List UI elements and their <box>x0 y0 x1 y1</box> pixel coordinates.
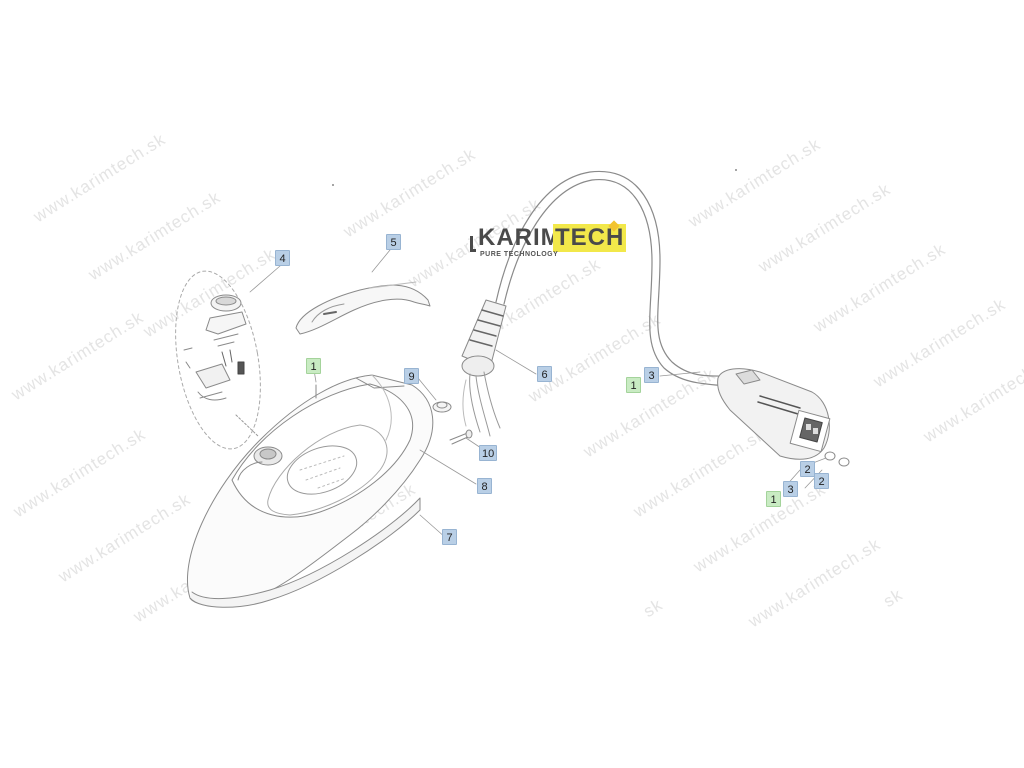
screw-part <box>449 429 473 445</box>
callout-label: 3 <box>644 367 659 383</box>
handle-cover-part <box>295 281 431 335</box>
callout-label: 2 <box>814 473 829 489</box>
leader-lines <box>249 249 827 539</box>
callout-label: 1 <box>306 358 321 374</box>
callout-label: 3 <box>783 481 798 497</box>
callout-label: 5 <box>386 234 401 250</box>
logo-text-karim: KARIM <box>478 224 562 251</box>
callout-label: 6 <box>537 366 552 382</box>
power-cord <box>495 170 731 377</box>
control-knob-assembly <box>183 294 247 401</box>
logo-tagline: PURE TECHNOLOGY <box>480 251 559 258</box>
callout-label: 9 <box>404 368 419 384</box>
steam-iron-body <box>186 374 434 608</box>
callout-label: 10 <box>479 445 498 461</box>
cable-strain-relief <box>461 299 507 437</box>
callout-label: 7 <box>442 529 457 545</box>
connector-plug <box>717 368 831 460</box>
callout-label: 1 <box>626 377 641 393</box>
karimtech-logo: KARIM TECH PURE TECHNOLOGY <box>470 220 627 262</box>
callout-label: 4 <box>275 250 290 266</box>
callout-label: 8 <box>477 478 492 494</box>
callout-label: 1 <box>766 491 781 507</box>
logo-mark-icon <box>470 236 476 252</box>
small-clip-part <box>432 401 452 413</box>
callout-label: 2 <box>800 461 815 477</box>
detail-group-outline <box>175 270 261 450</box>
o-ring-parts <box>824 451 850 467</box>
